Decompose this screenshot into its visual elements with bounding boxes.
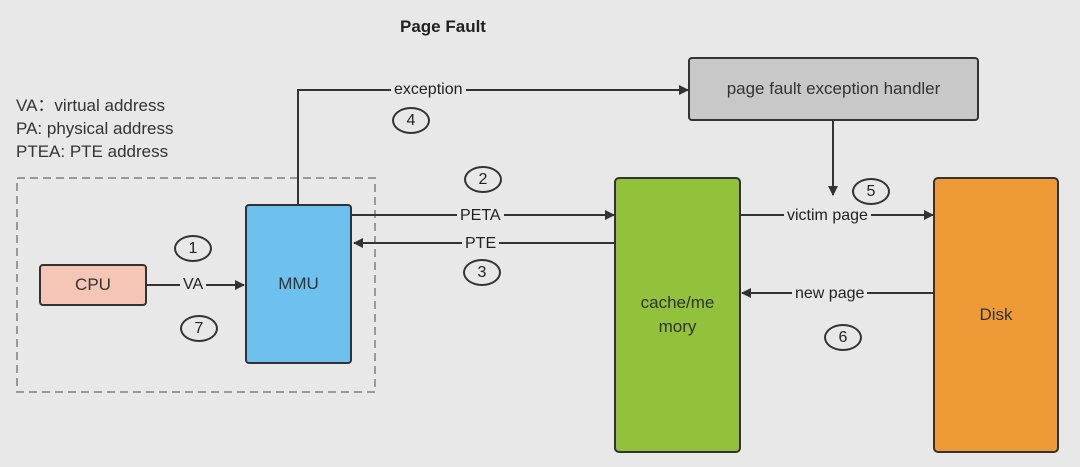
step-3-badge: 3	[463, 259, 501, 286]
cpu-box: CPU	[39, 264, 147, 306]
cache-memory-box: cache/me mory	[614, 177, 741, 453]
va-label: VA	[180, 275, 207, 295]
step-1-badge: 1	[174, 235, 212, 262]
exception-arrow	[297, 85, 689, 204]
peta-label: PETA	[457, 206, 504, 226]
step-7-badge: 7	[180, 315, 218, 342]
legend: VA：virtual address PA: physical address …	[16, 94, 173, 163]
step-2-badge: 2	[464, 166, 502, 193]
new-page-label: new page	[792, 284, 868, 304]
pte-label: PTE	[462, 234, 500, 254]
legend-pa: PA: physical address	[16, 119, 174, 138]
disk-box: Disk	[933, 177, 1059, 453]
diagram-title: Page Fault	[400, 17, 486, 36]
step-6-badge: 6	[824, 324, 862, 351]
exception-label: exception	[391, 80, 466, 100]
step-4-badge: 4	[392, 107, 430, 134]
legend-ptea: PTEA: PTE address	[16, 142, 169, 161]
victim-page-label: victim page	[784, 206, 871, 226]
exception-handler-box: page fault exception handler	[688, 57, 979, 121]
legend-va: VA：virtual address	[16, 96, 165, 115]
step-5-badge: 5	[852, 178, 890, 205]
mmu-box: MMU	[245, 204, 352, 364]
